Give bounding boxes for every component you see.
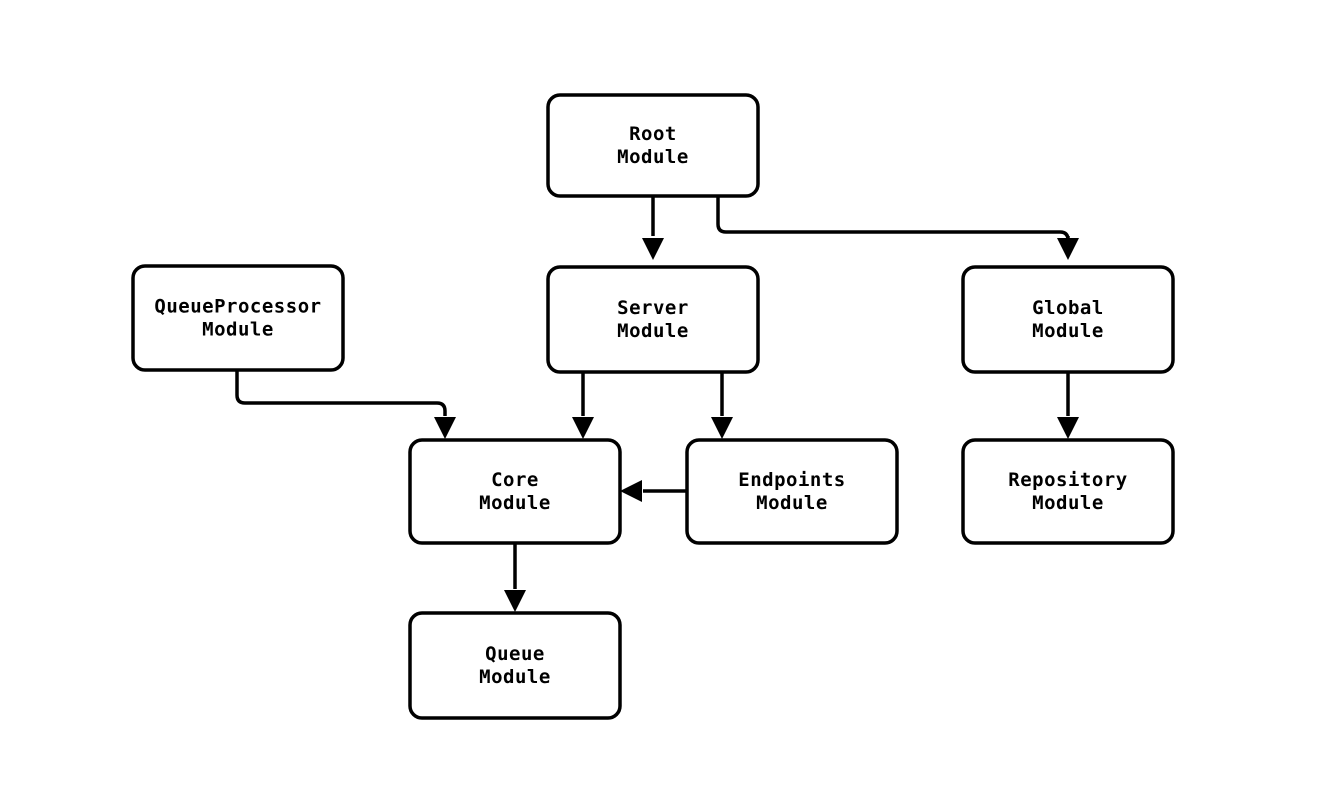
arrowhead-icon (572, 417, 594, 439)
edge-server-to-core (572, 372, 594, 439)
node-label-line2: Module (479, 492, 551, 514)
arrowhead-icon (1057, 417, 1079, 439)
arrowhead-icon (642, 238, 664, 260)
edge-global-to-repository (1057, 372, 1079, 439)
edges-layer (235, 196, 1079, 612)
node-label-line1: Queue (485, 643, 545, 665)
node-label-line2: Module (1032, 492, 1104, 514)
node-label-line1: Endpoints (738, 469, 845, 491)
node-box[interactable] (131, 264, 345, 372)
arrowhead-icon (711, 417, 733, 439)
node-label-line1: Root (629, 123, 677, 145)
node-box[interactable] (408, 611, 622, 720)
node-box[interactable] (961, 438, 1175, 545)
edge-endpoints-to-core (620, 480, 687, 502)
node-label-line2: Module (617, 146, 689, 168)
node-box[interactable] (961, 265, 1175, 374)
node-box[interactable] (408, 438, 622, 545)
edge-server-to-endpoints (711, 372, 733, 439)
edge-core-to-queue (504, 543, 526, 612)
node-label-line1: Core (491, 469, 539, 491)
edge-root-to-server (642, 196, 664, 260)
node-label-line2: Module (617, 320, 689, 342)
arrowhead-icon (1057, 238, 1079, 260)
node-box[interactable] (685, 438, 899, 545)
arrowhead-icon (620, 480, 642, 502)
nodes-layer: RootModuleQueueProcessorModuleServerModu… (131, 93, 1175, 720)
node-label-line2: Module (202, 319, 274, 341)
node-label-line2: Module (479, 666, 551, 688)
edge-queueprocessor-to-core (235, 370, 456, 439)
edge-line (235, 370, 447, 416)
node-label-line1: QueueProcessor (154, 296, 321, 318)
node-box[interactable] (546, 93, 760, 198)
node-label-line2: Module (756, 492, 828, 514)
edge-line (716, 196, 1070, 242)
node-label-line1: Repository (1008, 469, 1127, 491)
arrowhead-icon (434, 417, 456, 439)
arrowhead-icon (504, 590, 526, 612)
node-box[interactable] (546, 265, 760, 374)
node-label-line2: Module (1032, 320, 1104, 342)
node-label-line1: Global (1032, 297, 1104, 319)
edge-root-to-global (716, 196, 1079, 260)
node-label-line1: Server (617, 297, 689, 319)
